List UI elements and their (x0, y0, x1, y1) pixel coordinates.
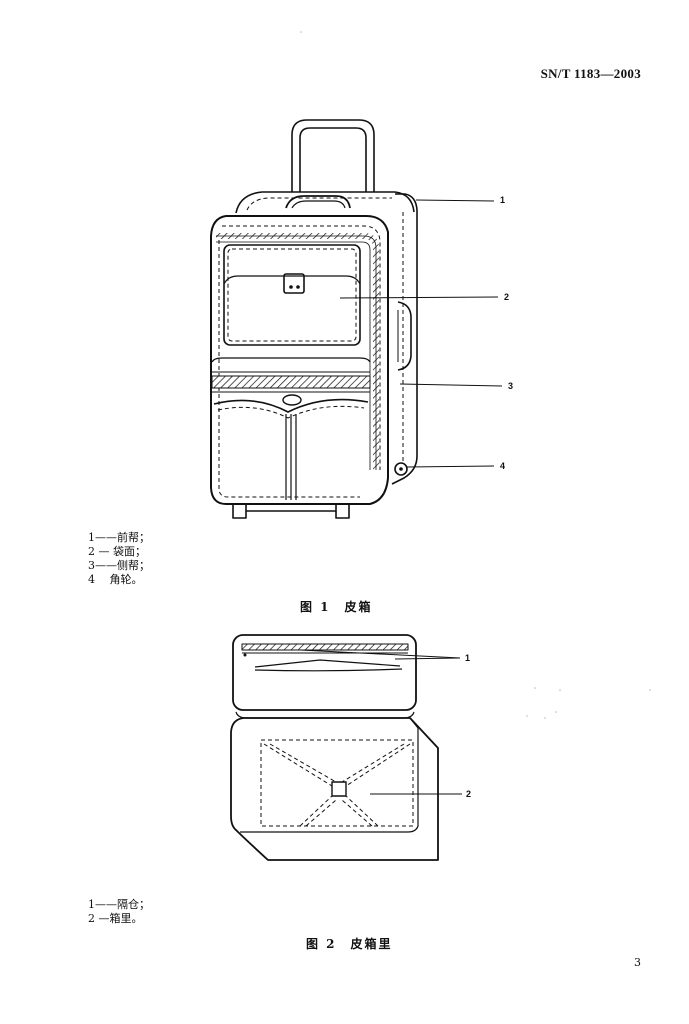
fig1-caption: 图 1 皮箱 (300, 600, 373, 614)
logo-badge-icon (282, 394, 302, 406)
suitcase-interior-drawing (230, 634, 462, 861)
page-number: 3 (634, 956, 641, 969)
strap-buckle-icon (331, 781, 347, 797)
fig1-callout-2: 2 (504, 292, 510, 302)
fig2-leader-lines (299, 649, 462, 795)
pocket-clasp-icon (283, 273, 305, 294)
left-foot (232, 503, 247, 519)
fig1-callout-3: 3 (508, 381, 514, 391)
side-handle (397, 301, 412, 371)
base-panel (230, 717, 439, 861)
fig1-legend-item: 1——前帮； (88, 531, 150, 544)
standard-code: SN/T 1183—2003 (540, 66, 641, 81)
fig1-legend-item: 4 角轮。 (88, 573, 143, 586)
fig1-leader-lines (339, 199, 503, 468)
fig1-callout-4: 4 (500, 461, 506, 471)
fig1-callout-1: 1 (500, 195, 506, 205)
divider-pocket (254, 659, 401, 668)
fig2-legend: 1——隔仓； 2 —箱里。 (88, 898, 150, 926)
fig2-callout-1: 1 (465, 653, 471, 663)
top-handle (285, 195, 351, 209)
right-foot (335, 503, 350, 519)
corner-wheel (394, 462, 408, 476)
suitcase-drawing (210, 119, 503, 519)
lining-straps (263, 743, 411, 827)
lower-front-panel (213, 398, 369, 413)
fig2-callout-2: 2 (466, 789, 472, 799)
side-shell (391, 193, 418, 485)
fig1-legend-item: 2 — 袋面； (88, 545, 146, 558)
lid-panel (232, 634, 417, 711)
scan-specks (300, 31, 651, 719)
fig2-caption: 图 2 皮箱里 (306, 937, 393, 951)
fig1-legend: 1——前帮； 2 — 袋面； 3——侧帮； 4 角轮。 (88, 531, 150, 587)
fig2-legend-item: 2 —箱里。 (88, 912, 143, 925)
top-shell (235, 191, 415, 214)
pull-handle (291, 119, 375, 192)
fig2-legend-item: 1——隔仓； (88, 898, 150, 911)
front-pocket (223, 244, 361, 346)
front-body (210, 215, 389, 505)
fig1-legend-item: 3——侧帮； (88, 559, 150, 572)
